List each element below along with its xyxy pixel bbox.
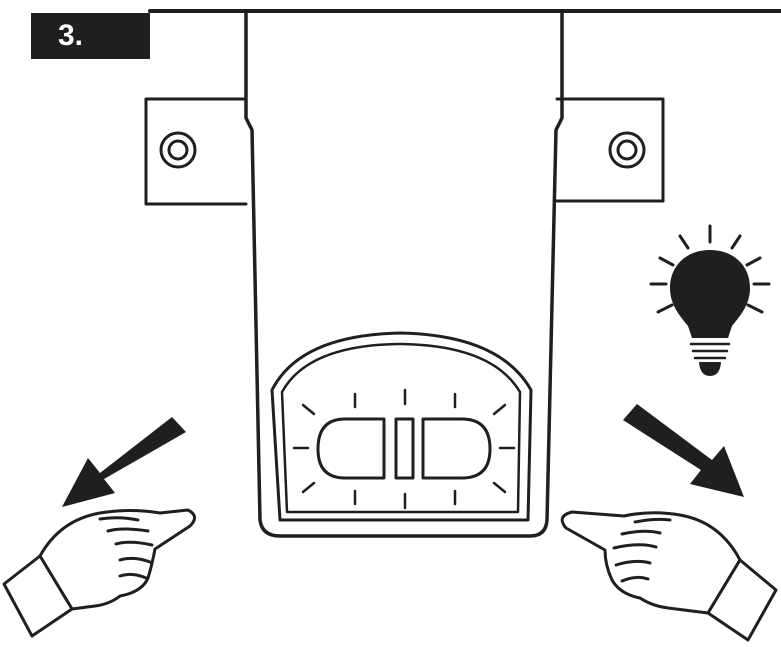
arrow-left [62, 417, 186, 507]
mounting-bracket-left [144, 97, 248, 206]
hand-left [2, 508, 196, 638]
buttons-pair [316, 417, 492, 480]
hand-right [560, 510, 778, 642]
light-bulb-icon [649, 224, 771, 376]
step-number-badge: 3. [31, 13, 150, 59]
screw-left [159, 131, 197, 169]
mounting-bracket-right [555, 97, 665, 203]
device-housing [244, 9, 564, 538]
flash-indicator [292, 388, 516, 510]
screw-right [608, 131, 646, 169]
control-panel [270, 331, 533, 522]
arrow-right [623, 404, 744, 497]
